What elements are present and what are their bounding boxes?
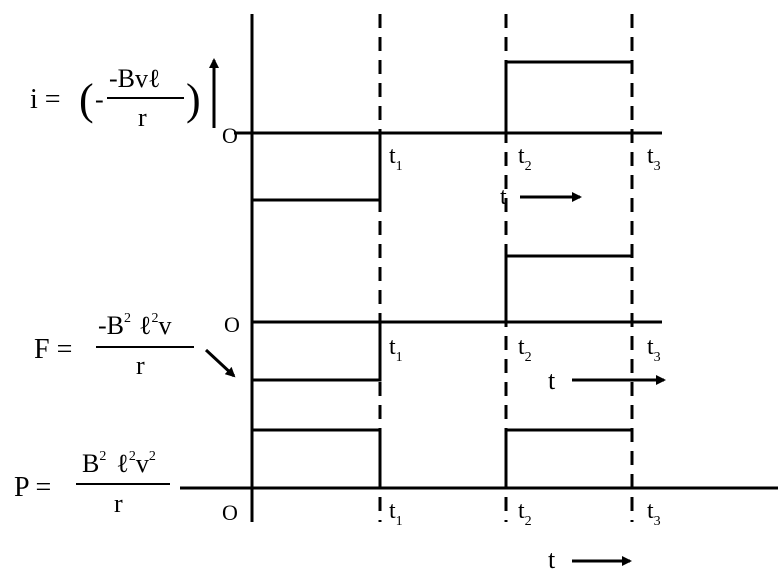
force-t1-label: t1 [389, 334, 403, 365]
force-waveform-negative [252, 322, 382, 382]
force-origin-label: O [224, 312, 240, 337]
force-pointer-arrow [204, 348, 236, 378]
power-t1-label: t1 [389, 498, 403, 529]
power-lhs: P = [14, 472, 51, 503]
current-t3-label: t3 [647, 143, 661, 174]
current-close-paren: ) [186, 75, 201, 124]
current-t2-label: t2 [518, 143, 532, 174]
force-time-label: t [548, 366, 556, 395]
power-waveform-second [504, 428, 632, 488]
power-denominator: r [114, 489, 123, 518]
force-denominator: r [136, 351, 145, 380]
force-waveform-positive [504, 254, 632, 322]
current-equation: i = ( - -Bvℓ r ) [30, 64, 201, 132]
power-waveform-first [252, 428, 382, 488]
power-t3-label: t3 [647, 498, 661, 529]
current-lhs: i = [30, 84, 61, 115]
current-time-label: t [500, 184, 507, 210]
current-origin-label: O [222, 123, 238, 148]
current-minus: - [95, 85, 104, 114]
main-time-label: t [548, 545, 556, 574]
current-t1-label: t1 [389, 143, 403, 174]
current-denominator: r [138, 103, 147, 132]
power-t2-label: t2 [518, 498, 532, 529]
force-lhs: F = [34, 334, 72, 365]
force-t2-label: t2 [518, 334, 532, 365]
current-numerator: -Bvℓ [109, 64, 160, 93]
current-waveform-negative [252, 133, 382, 202]
current-open-paren: ( [79, 75, 94, 124]
power-origin-label: O [222, 500, 238, 525]
current-waveform-positive [504, 60, 632, 133]
force-t3-label: t3 [647, 334, 661, 365]
